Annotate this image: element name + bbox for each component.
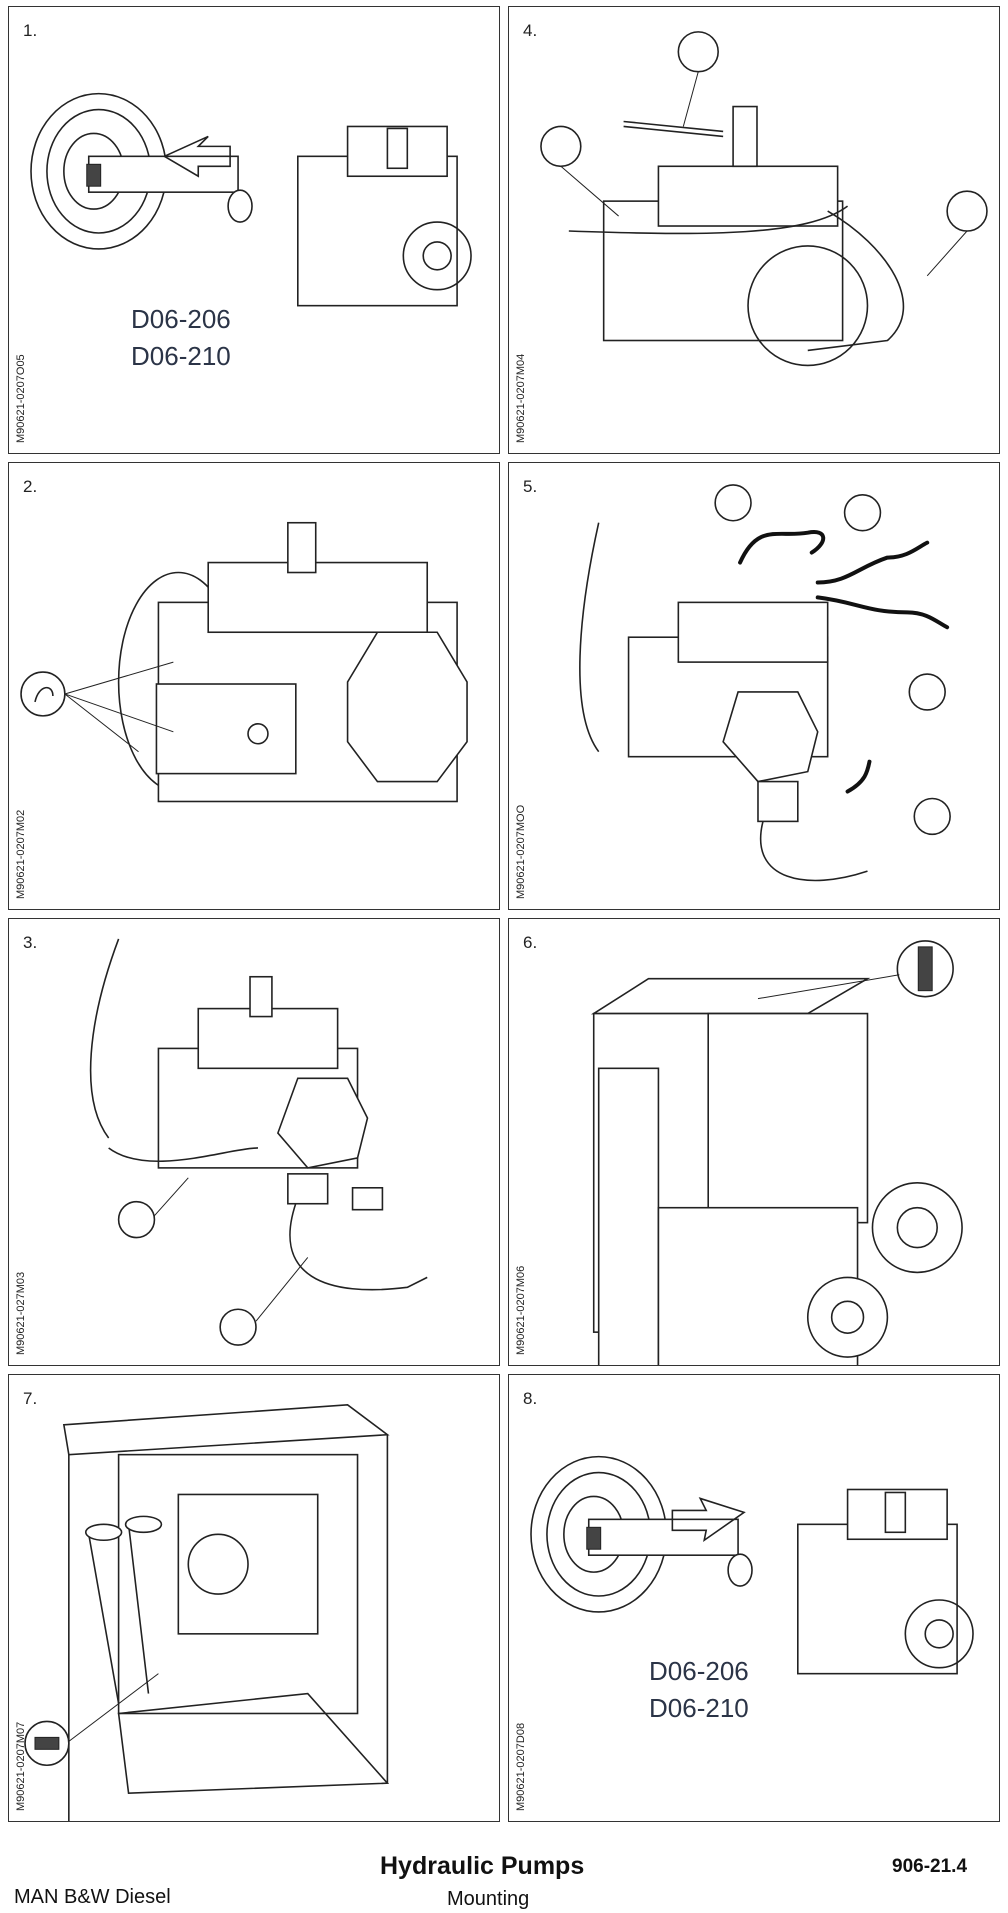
pump-pipe-connections-illustration [540, 31, 988, 367]
pump-cable-connections-illustration [579, 484, 951, 882]
step-number: 1. [23, 21, 38, 40]
step-5-panel: 5. M90621-0207MOO [508, 462, 1000, 910]
step-number: 2. [23, 477, 38, 496]
page-title: Hydraulic Pumps [380, 1852, 585, 1880]
step-4-panel: 4. M90621-0207M04 [508, 6, 1000, 454]
drawing-reference: M90621-0207M06 [515, 1265, 527, 1355]
drawing-reference: M90621-0207M04 [515, 353, 527, 443]
pump-suction-pipe-illustration [89, 938, 428, 1346]
step-2-panel: 2. M90621-0207M02 [8, 462, 500, 910]
step-number: 8. [523, 1389, 538, 1408]
model-designation: D06-206 [649, 1656, 749, 1686]
step-6-panel: 6. M90621-0207M06 [508, 918, 1000, 1366]
step-1-panel: 1. D06-206 D06-210 M90621-0207O05 [8, 6, 500, 454]
pump-bolt-tightening-illustration [20, 521, 468, 803]
pump-shaft-installation-illustration [530, 1455, 974, 1675]
drawing-reference: M90621-0207M02 [15, 809, 27, 899]
drawing-reference: M90621-0207MOO [515, 804, 527, 899]
step-number: 5. [523, 477, 538, 496]
step-7-panel: 7. M90621-0207M07 [8, 1374, 500, 1822]
step-number: 3. [23, 933, 38, 952]
brand-name: MAN B&W Diesel [14, 1886, 171, 1908]
drawing-reference: M90621-0207M07 [15, 1721, 27, 1811]
drawing-reference: M90621-0207O05 [15, 354, 27, 443]
step-number: 6. [523, 933, 538, 952]
step-8-panel: 8. D06-206 D06-210 M90621-0207D08 [508, 1374, 1000, 1822]
model-designation: D06-206 [131, 304, 231, 334]
page-code: 906-21.4 [892, 1856, 968, 1877]
model-designation: D06-210 [649, 1693, 749, 1723]
step-number: 4. [523, 21, 538, 40]
valve-block-plug-illustration [590, 940, 963, 1365]
drawing-reference: M90621-0207D08 [515, 1722, 527, 1811]
model-designation-list: D06-206 D06-210 [131, 301, 231, 375]
model-designation: D06-210 [131, 341, 231, 371]
step-3-panel: 3. M90621-027M03 [8, 918, 500, 1366]
pump-unit-in-frame-illustration [24, 1404, 390, 1821]
page-subtitle: Mounting [447, 1888, 530, 1910]
model-designation-list: D06-206 D06-210 [649, 1653, 749, 1727]
step-number: 7. [23, 1389, 38, 1408]
pump-shaft-removal-illustration [30, 92, 472, 307]
drawing-reference: M90621-027M03 [15, 1271, 27, 1355]
